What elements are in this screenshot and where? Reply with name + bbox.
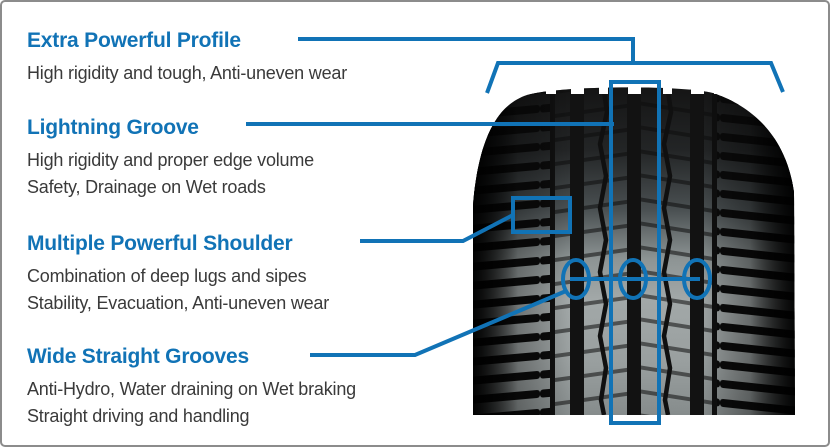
feature-wide-straight-grooves: Wide Straight Grooves Anti-Hydro, Water … (27, 345, 467, 430)
feature-description: Stability, Evacuation, Anti-uneven wear (27, 293, 330, 313)
feature-description: Safety, Drainage on Wet roads (27, 177, 266, 197)
feature-description: High rigidity and proper edge volume (27, 150, 314, 170)
feature-description: Anti-Hydro, Water draining on Wet brakin… (27, 379, 356, 399)
feature-title: Multiple Powerful Shoulder (27, 232, 293, 255)
feature-description: High rigidity and tough, Anti-uneven wea… (27, 63, 348, 83)
feature-description: Straight driving and handling (27, 406, 250, 426)
feature-description: Combination of deep lugs and sipes (27, 266, 307, 286)
feature-title: Lightning Groove (27, 116, 199, 139)
feature-multiple-powerful-shoulder: Multiple Powerful Shoulder Combination o… (27, 232, 467, 317)
feature-title: Extra Powerful Profile (27, 29, 241, 52)
feature-extra-powerful-profile: Extra Powerful Profile High rigidity and… (27, 29, 467, 87)
feature-lightning-groove: Lightning Groove High rigidity and prope… (27, 116, 467, 201)
feature-title: Wide Straight Grooves (27, 345, 249, 368)
